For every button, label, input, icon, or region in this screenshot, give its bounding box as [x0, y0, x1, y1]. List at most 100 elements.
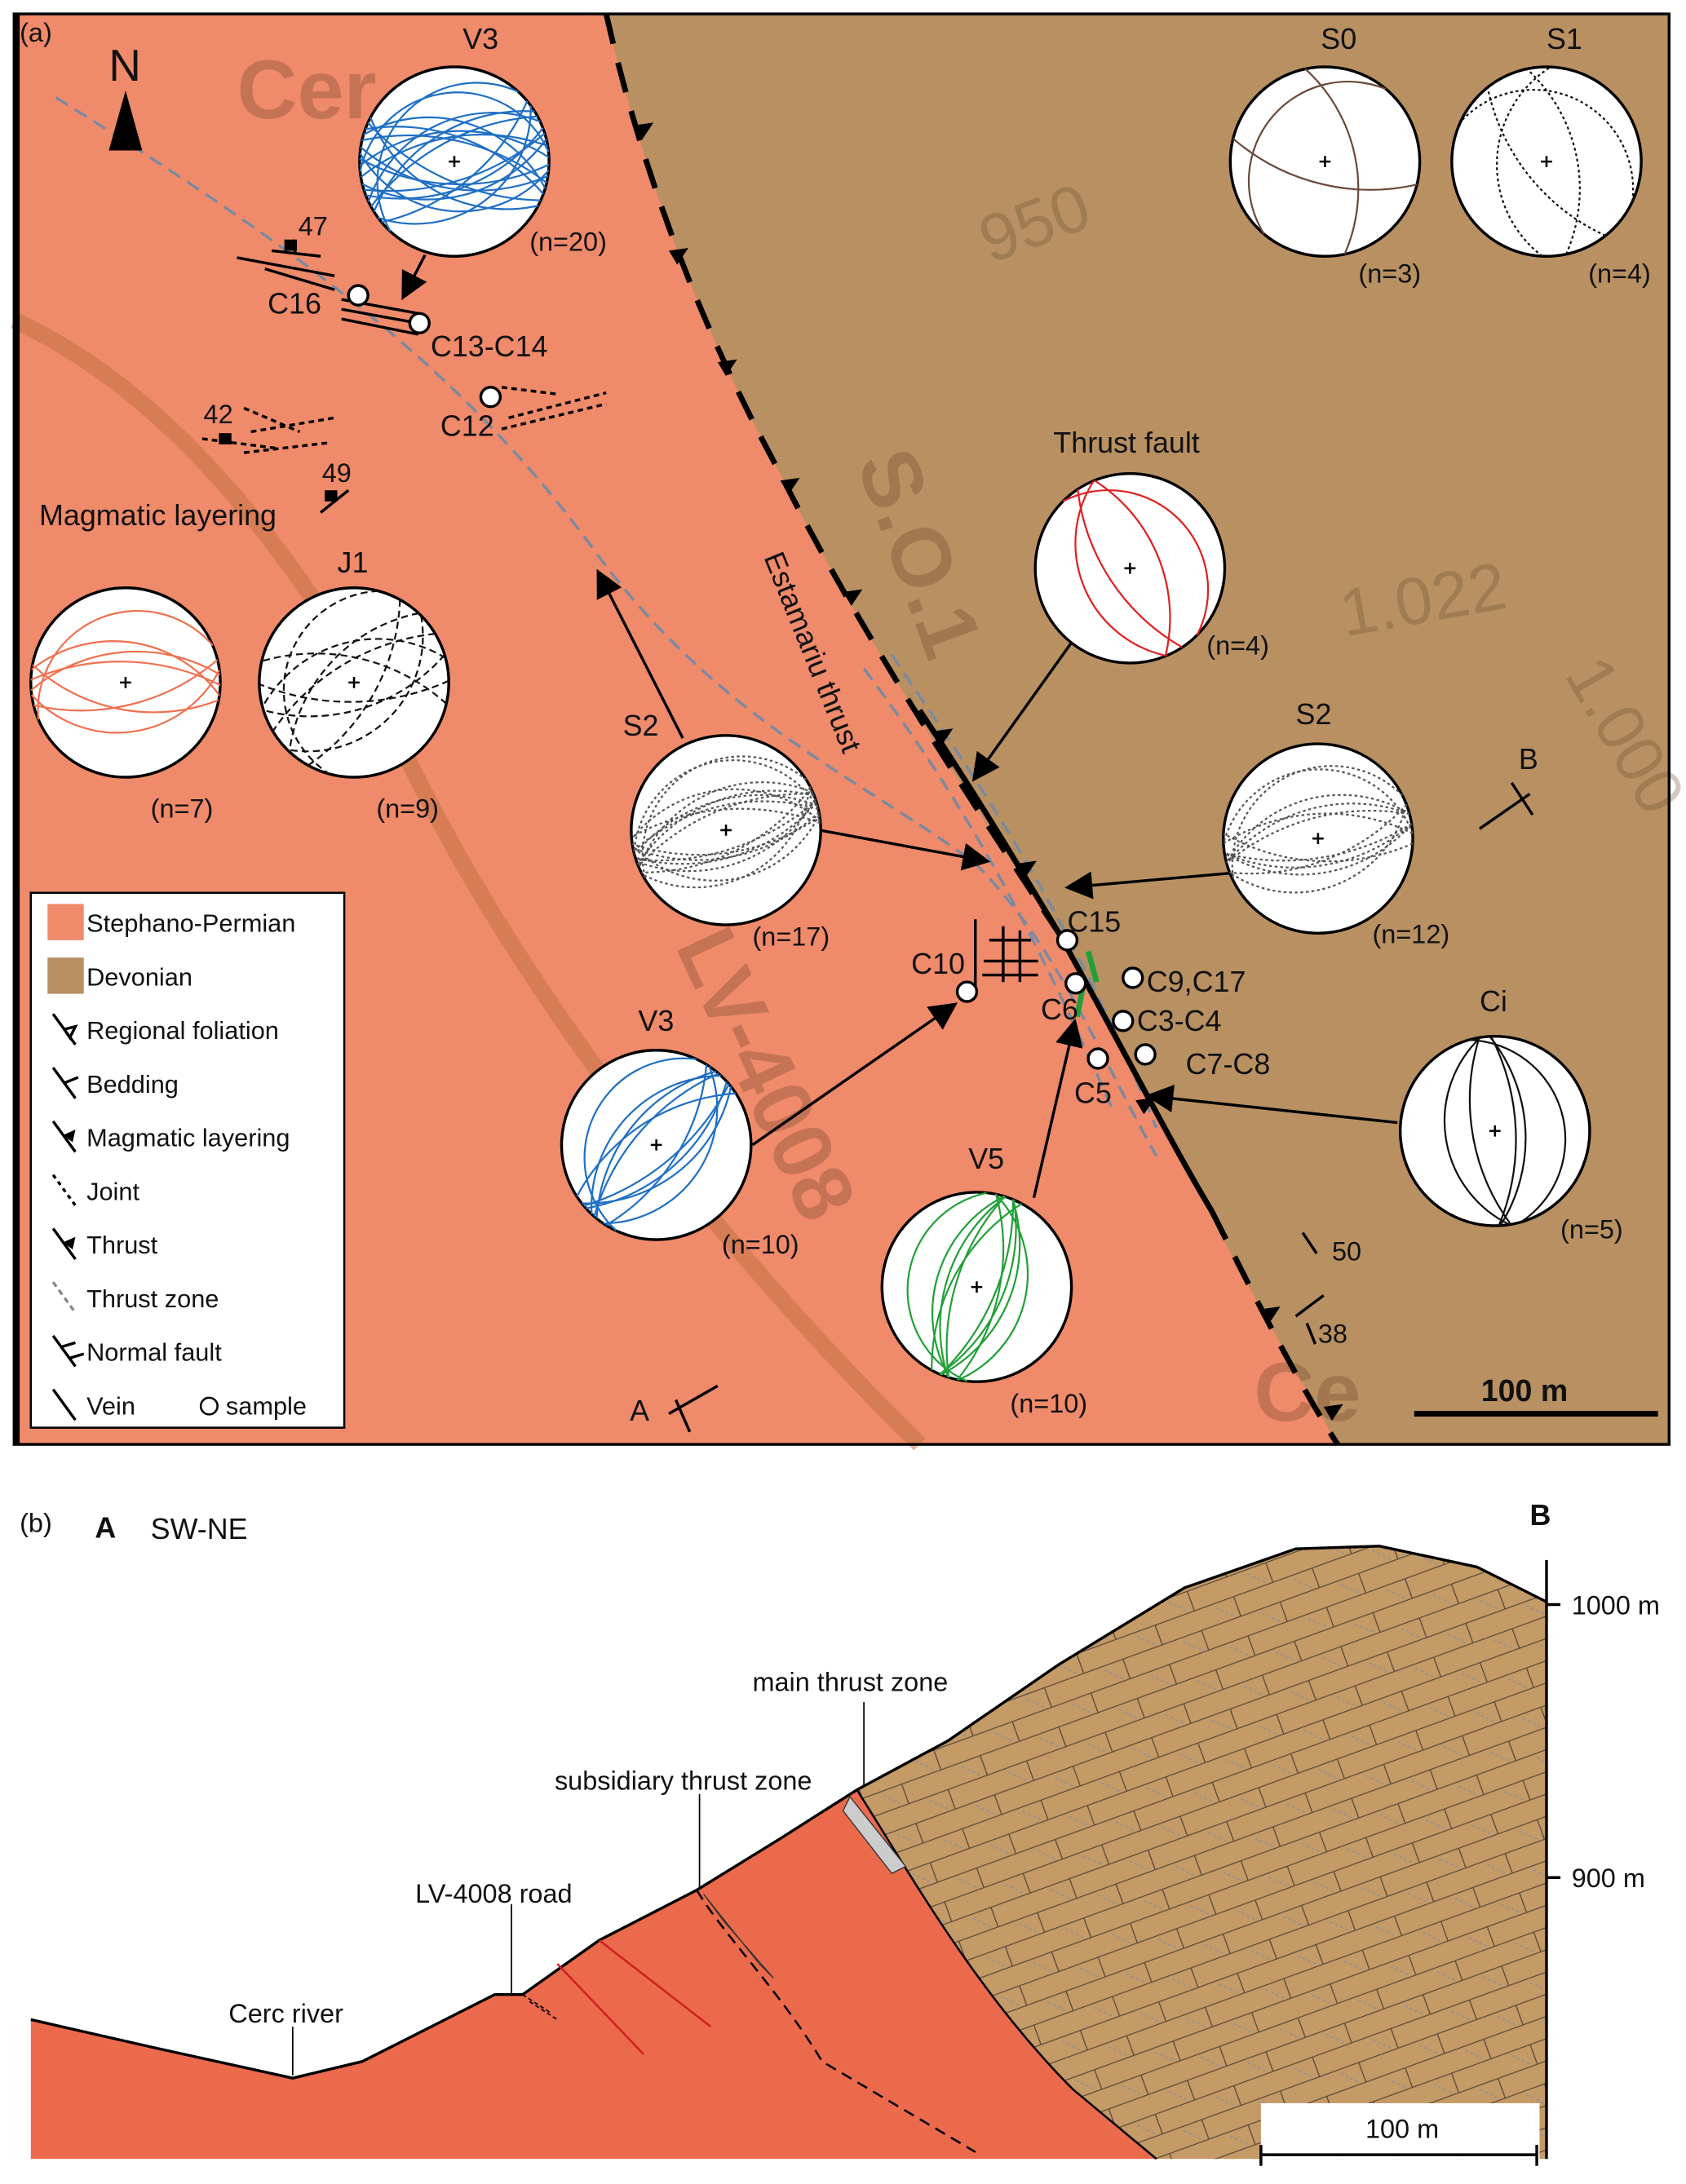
stephano-permian-section: [30, 1789, 1157, 2160]
great-circle: [364, 132, 546, 192]
great-circle: [360, 146, 549, 192]
structural-symbols: [201, 239, 1325, 1345]
sample-label: C6: [1041, 993, 1078, 1026]
great-circle: [583, 1083, 730, 1207]
sample-icon: [199, 1396, 219, 1416]
great-circle: [576, 1092, 737, 1197]
great-circle: [1062, 489, 1210, 636]
legend-label: Thrust: [86, 1231, 158, 1259]
legend-label: Vein: [86, 1391, 135, 1420]
great-circle: [605, 1064, 708, 1227]
normal-fault-icon: [51, 1334, 85, 1368]
thrust-icon: [51, 1227, 77, 1260]
great-circle: [1496, 66, 1551, 257]
center-cross-icon: [120, 677, 131, 688]
center-cross-icon: [449, 156, 460, 167]
great-circle: [906, 1191, 987, 1382]
center-cross-icon: [971, 1281, 983, 1293]
great-circle: [945, 1196, 1006, 1378]
center-cross-icon: [720, 825, 732, 836]
legend-item: Devonian: [47, 957, 192, 994]
great-circle: [631, 813, 821, 882]
magmatic-icon: [51, 1120, 77, 1153]
stereonet-count: (n=5): [1560, 1214, 1623, 1244]
sample-label: C10: [911, 948, 965, 980]
great-circle: [633, 794, 818, 855]
dip-value: 50: [1332, 1237, 1361, 1267]
great-circle: [1459, 88, 1635, 202]
stereonet-title: Thrust fault: [1053, 427, 1199, 459]
north-arrow-icon: [108, 91, 143, 151]
great-circle: [365, 126, 544, 195]
great-circle: [1526, 68, 1581, 255]
great-circle: [1225, 794, 1410, 864]
great-circle: [635, 798, 816, 873]
subsidiary-thrust-zone-label: subsidiary thrust zone: [555, 1766, 812, 1796]
great-circle: [361, 138, 547, 201]
stereonet-count: (n=12): [1373, 919, 1450, 948]
stereonet-title: S0: [1321, 23, 1356, 55]
great-circle: [31, 640, 220, 696]
great-circle: [633, 759, 819, 853]
great-circle: [1094, 480, 1171, 657]
stereonet: S1 (n=4): [1450, 23, 1651, 289]
cross-section-panel: (b) A SW-NE B 1000 m 900 m main thrust z…: [20, 1499, 1660, 2166]
great-circle: [593, 1072, 719, 1217]
stereonet: V3(n=20): [358, 23, 607, 258]
panel-label: (a): [20, 18, 52, 47]
stereonet: S0(n=3): [1228, 23, 1422, 289]
great-circle: [631, 788, 821, 840]
swatch: [47, 957, 84, 994]
great-circle: [1247, 80, 1387, 235]
scale-bar: [1259, 2145, 1538, 2166]
stereonet-title: S1: [1547, 23, 1582, 55]
great-circle: [1074, 480, 1166, 657]
devonian-area: [606, 14, 1670, 1445]
legend-label: Normal fault: [86, 1338, 222, 1367]
stereonet-count: (n=4): [1588, 259, 1651, 289]
elevation-label: 900 m: [1572, 1863, 1645, 1893]
magmatic-tooth: [63, 1130, 76, 1143]
great-circle: [363, 116, 547, 189]
thrust-teeth: [634, 122, 1343, 1421]
great-circle: [259, 679, 449, 703]
great-circle: [1468, 1037, 1511, 1225]
great-circle: [359, 130, 550, 167]
base-map-label: Cer: [237, 42, 377, 136]
sample-label: C13-C14: [431, 330, 548, 363]
bedding-icon: [51, 1067, 79, 1099]
legend-item: Thrust zone: [51, 1281, 219, 1314]
thrust-trace-dashed: [603, 13, 1062, 935]
center-cross-icon: [348, 677, 360, 688]
legend-item: Thrust: [51, 1227, 158, 1260]
great-circle: [367, 112, 541, 202]
stereonet-title: V3: [462, 23, 498, 55]
stereonet-count: (n=17): [752, 922, 830, 952]
great-circle: [1077, 489, 1183, 648]
stereonet-title: S2: [1296, 698, 1332, 731]
great-circle: [931, 1203, 1023, 1371]
road: [11, 312, 926, 1451]
great-circle: [1228, 804, 1408, 894]
great-circle: [1490, 1036, 1517, 1227]
legend-label: Thrust zone: [86, 1284, 219, 1313]
sample-label: C12: [440, 410, 494, 443]
panel-label: (b): [20, 1509, 52, 1538]
great-circle: [370, 117, 539, 210]
stereonet: Magmatic layering(n=7): [29, 499, 277, 824]
great-circle: [1224, 823, 1413, 862]
section-end-b: B: [1519, 743, 1538, 776]
sample-points: [347, 284, 1157, 1070]
center-cross-icon: [1541, 156, 1552, 167]
great-circle: [272, 632, 436, 732]
great-circle: [638, 781, 813, 869]
map-panel: Cer 950 1.022 1.000 LV-4008 S.O.1 Ce Est…: [11, 12, 1686, 1451]
section-end-a: A: [630, 1395, 649, 1427]
stereonet-title: J1: [338, 546, 369, 579]
center-cross-icon: [1312, 833, 1324, 844]
great-circle: [367, 122, 541, 201]
thrust-zone-icon: [51, 1281, 77, 1314]
stereonet-arrows: [401, 254, 1398, 1199]
great-circle: [939, 1196, 1007, 1378]
sample-label: C15: [1067, 906, 1121, 939]
